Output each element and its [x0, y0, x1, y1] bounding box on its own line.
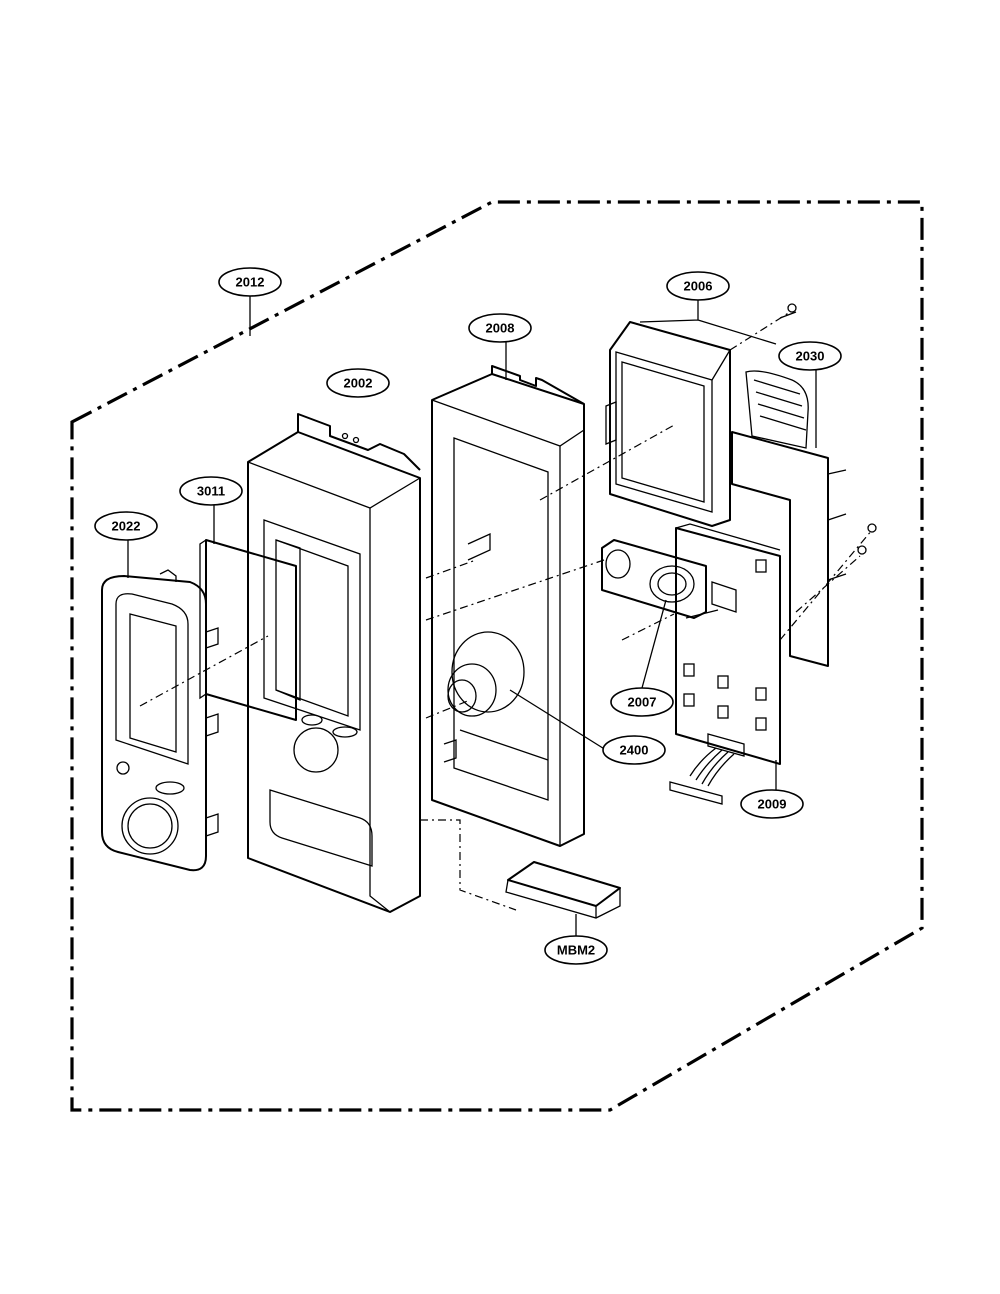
- callout-label-2006: 2006: [684, 278, 713, 293]
- callout-2030: 2030: [778, 341, 842, 371]
- callout-mbm2: MBM2: [544, 935, 608, 965]
- callout-2007: 2007: [610, 687, 674, 717]
- callout-2009: 2009: [740, 789, 804, 819]
- callout-2012: 2012: [218, 267, 282, 297]
- callout-label-2007: 2007: [628, 694, 657, 709]
- callout-2400: 2400: [602, 735, 666, 765]
- callout-2006: 2006: [666, 271, 730, 301]
- assembly-lines: [139, 311, 873, 911]
- part-sheet-3011: [199, 539, 297, 721]
- part-frame-2002: [247, 413, 421, 913]
- part-display-2006: [605, 303, 797, 527]
- callout-label-2012: 2012: [236, 274, 265, 289]
- part-front-cover: [101, 569, 219, 872]
- callout-label-2008: 2008: [486, 320, 515, 335]
- callout-2022: 2022: [94, 511, 158, 541]
- callout-label-3011: 3011: [197, 483, 225, 498]
- part-keypad-board-2009: [669, 523, 781, 805]
- callout-label-2002: 2002: [344, 375, 373, 390]
- assembly-boundary: [70, 200, 924, 1112]
- callout-label-2022: 2022: [112, 518, 141, 533]
- part-speaker-2007: [601, 539, 737, 619]
- part-mbm2: [505, 861, 621, 919]
- callout-2008: 2008: [468, 313, 532, 343]
- part-bracket-2008: [431, 365, 585, 847]
- callout-label-2400: 2400: [620, 742, 649, 757]
- callout-label-2030: 2030: [796, 348, 825, 363]
- callout-3011: 3011: [179, 476, 243, 506]
- callout-label-2009: 2009: [758, 796, 787, 811]
- callout-2002: 2002: [326, 368, 390, 398]
- callout-leaders: [127, 296, 817, 936]
- part-board-2030: [731, 370, 877, 667]
- callout-label-mbm2: MBM2: [557, 942, 595, 957]
